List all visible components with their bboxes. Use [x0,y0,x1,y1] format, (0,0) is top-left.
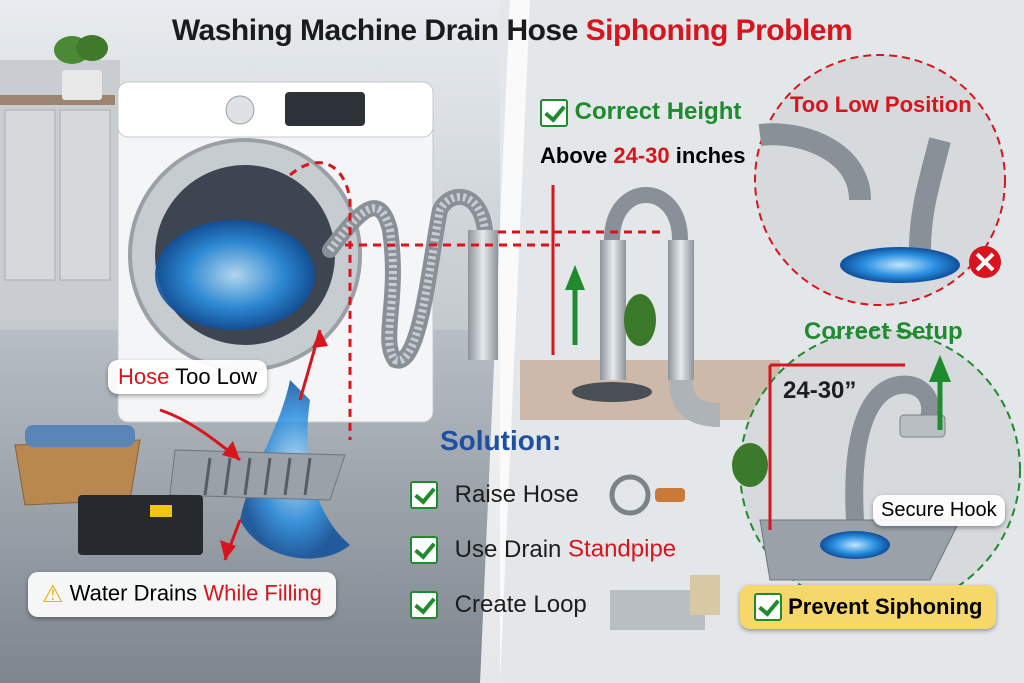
secure-hook-label: Secure Hook [873,495,1005,526]
check-icon [410,535,438,564]
solution-item-text: Use Drain [454,535,562,563]
check-icon [410,480,438,509]
too-low-position-label: Too Low Position [790,92,972,117]
title-part-1: Washing Machine Drain Hose [171,14,578,47]
solution-item-text: Create Loop [454,590,587,618]
check-icon [754,593,782,622]
prevent-siphoning-badge: Prevent Siphoning [740,585,997,630]
check-icon [410,590,438,619]
solution-item-red: Standpipe [568,535,677,563]
title-part-2: Siphoning Problem [585,14,853,47]
warning-icon: ⚠ [42,581,64,608]
page-title: Washing Machine Drain Hose Siphoning Pro… [0,14,1024,48]
correct-height-text: Correct Height [574,98,742,125]
above-inches-label: Above 24-30 inches [540,143,745,169]
warning-text-red: While Filling [203,580,322,606]
correct-setup-label: Correct Setup [804,318,963,345]
correct-height-label: Correct Height [540,98,741,127]
solution-heading: Solution: [440,425,562,456]
warning-badge: ⚠ Water Drains While Filling [28,572,336,617]
check-icon [540,98,568,127]
hose-word: Hose [118,364,170,389]
inches-word: inches [675,143,746,168]
measure-label: 24-30” [783,377,857,404]
solution-item-raise-hose: Raise Hose [410,480,579,509]
solution-item-standpipe: Use Drain Standpipe [410,535,676,564]
hose-too-low-label: Hose Too Low [108,360,268,394]
solution-item-text: Raise Hose [454,480,579,508]
solution-item-create-loop: Create Loop [410,590,587,619]
height-range: 24-30 [613,143,670,168]
prevent-siphoning-text: Prevent Siphoning [788,594,983,620]
warning-text-black: Water Drains [69,580,198,606]
too-low-word: Too Low [175,364,258,389]
above-word: Above [540,143,608,168]
